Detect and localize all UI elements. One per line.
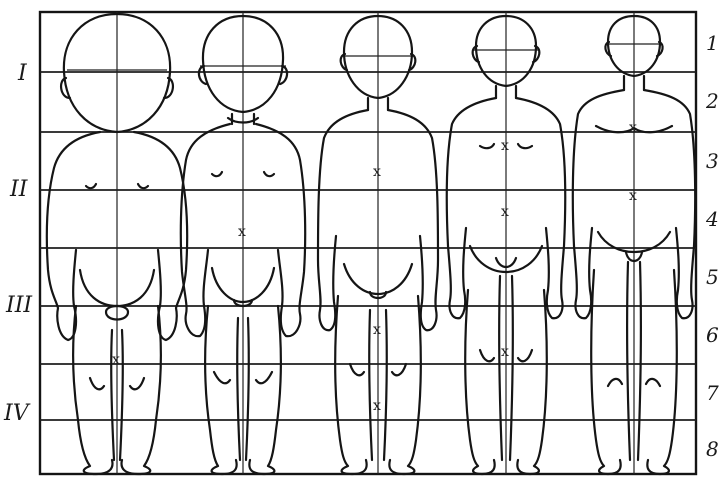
row-label-7: 7 <box>706 381 719 405</box>
row-label-5: 5 <box>706 265 719 289</box>
row-label-2: 2 <box>705 89 719 113</box>
arabic-labels: 1 2 3 4 5 6 7 8 <box>705 31 719 461</box>
svg-text:x: x <box>501 138 509 154</box>
row-label-6: 6 <box>706 323 719 347</box>
roman-label-2: II <box>9 177 29 202</box>
roman-labels: I II III IV <box>3 61 33 426</box>
svg-text:x: x <box>501 344 509 360</box>
row-label-8: 8 <box>706 437 719 461</box>
figure-5: x x <box>573 12 695 474</box>
grid-frame <box>40 12 696 474</box>
figure-2: x <box>181 12 305 474</box>
row-label-1: 1 <box>706 31 719 55</box>
roman-label-1: I <box>17 61 28 86</box>
svg-text:x: x <box>373 398 381 414</box>
grid-lines <box>40 72 696 420</box>
svg-text:x: x <box>629 188 637 204</box>
figure-1: x <box>47 12 187 474</box>
figure-4: x x x <box>447 12 565 474</box>
svg-text:x: x <box>373 164 381 180</box>
svg-text:x: x <box>238 224 246 240</box>
svg-text:x: x <box>112 352 120 368</box>
row-label-3: 3 <box>706 149 719 173</box>
roman-label-4: IV <box>3 401 31 426</box>
row-label-4: 4 <box>705 207 719 231</box>
svg-text:x: x <box>629 120 637 136</box>
svg-text:x: x <box>501 204 509 220</box>
roman-label-3: III <box>5 293 33 318</box>
figure-3: x x x <box>318 12 438 474</box>
svg-text:x: x <box>373 322 381 338</box>
